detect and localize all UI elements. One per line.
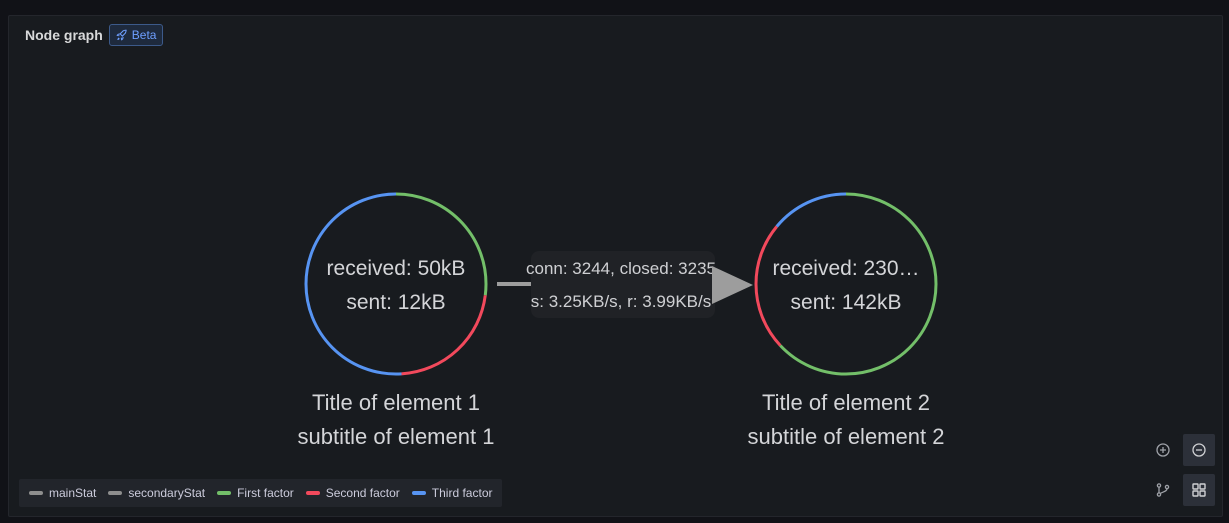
node-2-background — [756, 194, 936, 374]
node-1-secondary-stat: sent: 12kB — [346, 291, 445, 314]
legend-label: Third factor — [431, 486, 493, 500]
node-2-title: Title of element 2 — [762, 390, 930, 415]
edge-main-stat: conn: 3244, closed: 3235 — [526, 259, 716, 278]
node-2-main-stat: received: 230… — [772, 257, 919, 280]
legend-item-first-factor[interactable]: First factor — [217, 486, 294, 500]
panel-header: Node graph Beta — [25, 24, 164, 46]
beta-badge: Beta — [108, 24, 164, 46]
legend-label: First factor — [237, 486, 294, 500]
legend-swatch — [305, 491, 320, 495]
legend: mainStat secondaryStat First factor Seco… — [19, 479, 503, 507]
node-1-background — [306, 194, 486, 374]
edge-secondary-stat: s: 3.25KB/s, r: 3.99KB/s — [531, 292, 711, 311]
legend-item-third-factor[interactable]: Third factor — [411, 486, 493, 500]
legend-swatch — [108, 491, 123, 495]
legend-label: secondaryStat — [128, 486, 206, 500]
node-1-title: Title of element 1 — [312, 390, 480, 415]
node-2[interactable]: received: 230… sent: 142kB Title of elem… — [748, 192, 945, 449]
legend-item-secondarystat[interactable]: secondaryStat — [108, 486, 205, 500]
node-1-subtitle: subtitle of element 1 — [298, 424, 495, 449]
node-2-secondary-stat: sent: 142kB — [791, 291, 902, 314]
graph-canvas[interactable]: conn: 3244, closed: 3235 s: 3.25KB/s, r:… — [9, 16, 1222, 516]
edge-arrow — [712, 266, 753, 304]
panel-title: Node graph — [25, 27, 103, 43]
node-2-arc-third — [754, 192, 938, 376]
legend-label: Second factor — [325, 486, 400, 500]
legend-swatch — [29, 491, 43, 495]
zoom-out-icon — [1192, 443, 1206, 457]
grid-layout-icon — [1192, 483, 1206, 497]
graph-layout-icon — [1156, 483, 1170, 497]
node-2-subtitle: subtitle of element 2 — [748, 424, 945, 449]
edge-label-bg — [531, 251, 715, 318]
legend-item-second-factor[interactable]: Second factor — [305, 486, 400, 500]
rocket-icon — [116, 29, 127, 41]
legend-label: mainStat — [49, 486, 97, 500]
graph-layout-button[interactable] — [1147, 474, 1179, 506]
legend-swatch — [411, 491, 426, 495]
zoom-out-button[interactable] — [1183, 434, 1215, 466]
beta-label: Beta — [131, 28, 157, 42]
grid-layout-button[interactable] — [1183, 474, 1215, 506]
legend-swatch — [217, 491, 232, 495]
node-2-arc-second — [754, 192, 938, 376]
legend-item-mainstat[interactable]: mainStat — [29, 486, 96, 500]
node-1[interactable]: received: 50kB sent: 12kB Title of eleme… — [298, 192, 495, 449]
zoom-in-icon — [1156, 443, 1170, 457]
node-graph-panel: Node graph Beta conn: 3244, closed: 3235… — [8, 15, 1223, 517]
edge-1[interactable]: conn: 3244, closed: 3235 s: 3.25KB/s, r:… — [497, 251, 753, 318]
node-1-main-stat: received: 50kB — [327, 257, 466, 280]
zoom-in-button[interactable] — [1147, 434, 1179, 466]
node-1-arc-third — [304, 192, 488, 376]
